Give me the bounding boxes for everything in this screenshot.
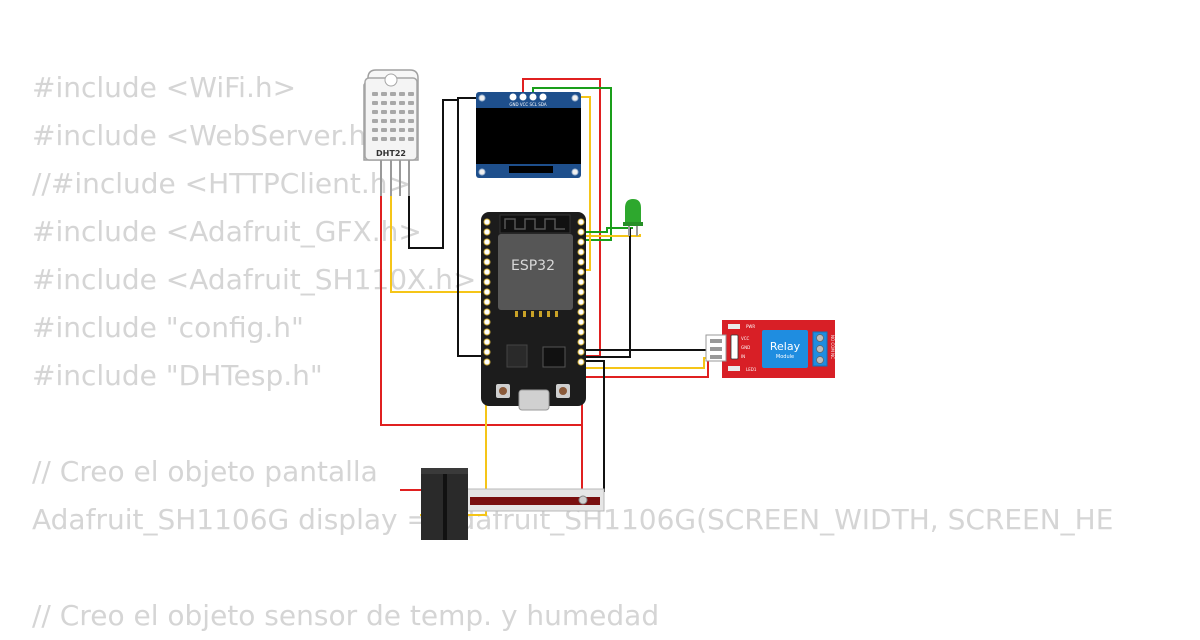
dht22-label: DHT22 bbox=[376, 149, 406, 158]
relay-subtitle: Module bbox=[776, 354, 794, 360]
wire-led-signal bbox=[582, 234, 641, 237]
esp32-board: ESP32 bbox=[481, 212, 586, 411]
code-listing: #include <WiFi.h> #include <WebServer.h> /… bbox=[32, 64, 1113, 640]
code-line: #include <Adafruit_GFX.h> bbox=[32, 215, 422, 248]
relay-pin-vcc: VCC bbox=[741, 336, 750, 341]
code-line: #include <WiFi.h> bbox=[32, 71, 297, 104]
code-line: #include "DHTesp.h" bbox=[32, 359, 323, 392]
oled-pin-labels: GND VCC SCL SDA bbox=[509, 102, 546, 107]
wire-dht-data bbox=[390, 160, 486, 293]
wire-relay-in bbox=[584, 357, 726, 369]
green-led bbox=[623, 199, 643, 236]
slide-potentiometer bbox=[421, 468, 605, 540]
relay-module: PWR LED1 VCC GND IN Relay Module NO COM … bbox=[705, 320, 835, 378]
code-line: #include "config.h" bbox=[32, 311, 304, 344]
wire-oled-scl bbox=[532, 87, 612, 241]
code-line: #include <Adafruit_SH110X.h> bbox=[32, 263, 477, 296]
relay-led-label: LED1 bbox=[746, 367, 757, 372]
relay-pin-gnd: GND bbox=[741, 345, 750, 350]
relay-pin-in: IN bbox=[741, 354, 745, 359]
code-line: //#include <HTTPClient.h> bbox=[32, 167, 411, 200]
wire-dht-gnd bbox=[408, 99, 458, 249]
code-line: Adafruit_SH1106G display = Adafruit_SH11… bbox=[32, 503, 1114, 536]
relay-title: Relay bbox=[770, 340, 801, 353]
wire-led-anode bbox=[582, 227, 633, 233]
oled-display: GND VCC SCL SDA bbox=[476, 92, 581, 178]
esp32-label: ESP32 bbox=[511, 258, 555, 274]
wire-slider-gnd bbox=[584, 360, 605, 492]
wire-led-gnd bbox=[584, 228, 631, 358]
code-line: #include <WebServer.h> bbox=[32, 119, 390, 152]
dht22-sensor: DHT22 bbox=[363, 69, 419, 196]
code-line: // Creo el objeto sensor de temp. y hume… bbox=[32, 599, 660, 632]
relay-pwr-label: PWR bbox=[746, 324, 755, 329]
relay-terminal-label: NO COM NC bbox=[830, 335, 835, 359]
code-line: // Creo el objeto pantalla bbox=[32, 455, 378, 488]
